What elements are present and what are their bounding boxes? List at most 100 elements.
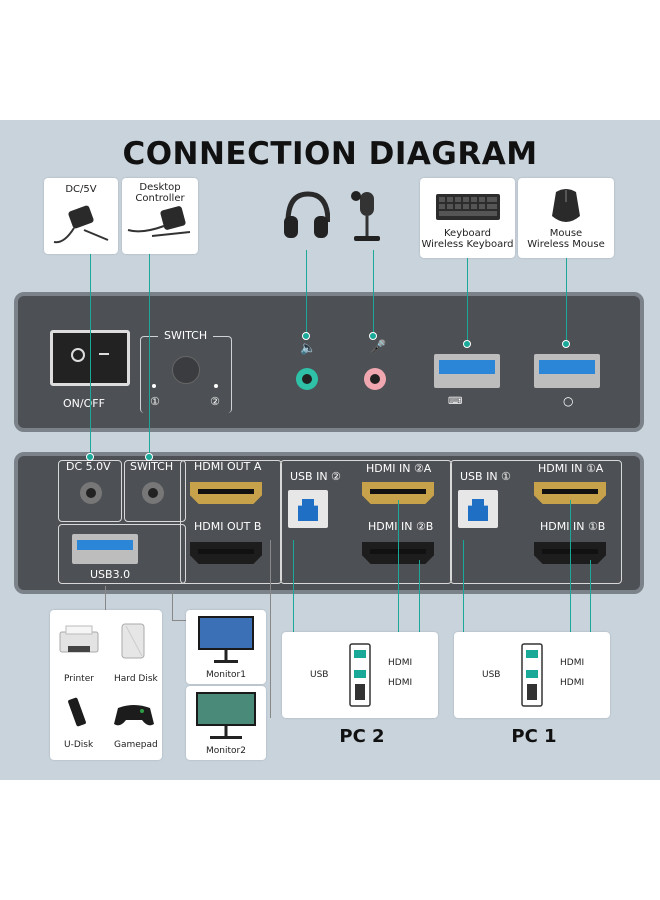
pc1-usb-label: USB xyxy=(482,670,501,680)
connector-monitor1-h xyxy=(172,620,186,621)
desktop-controller-label: Desktop Controller xyxy=(135,182,185,204)
headphone-jack[interactable] xyxy=(296,368,318,390)
peripherals-card: Printer Hard Disk U-Disk Gamepad xyxy=(50,610,162,760)
connector-pc1-usb xyxy=(463,540,464,675)
onoff-label: ON/OFF xyxy=(63,397,105,410)
mouse-label: Mouse Wireless Mouse xyxy=(527,228,605,250)
hard-disk-label: Hard Disk xyxy=(114,674,158,684)
dot-dc xyxy=(86,453,94,461)
dot-mic xyxy=(369,332,377,340)
microphone-icon xyxy=(351,191,380,241)
connector-keyboard xyxy=(467,258,468,344)
u-disk-label: U-Disk xyxy=(64,740,94,750)
pc2-card: USB HDMI HDMI xyxy=(282,632,438,718)
pc1-inputs-box xyxy=(450,460,622,584)
dot-mouse xyxy=(562,340,570,348)
mouse-icon xyxy=(552,189,580,222)
monitor1-label: Monitor1 xyxy=(206,670,246,680)
hdmi-in-1a-label: HDMI IN ①A xyxy=(538,462,604,475)
pc2-label: PC 2 xyxy=(339,726,385,747)
pc2-motherboard-icon xyxy=(349,643,371,707)
usb-in-2-label: USB IN ② xyxy=(290,470,341,483)
hdmi-out-a-label: HDMI OUT A xyxy=(194,460,262,473)
connector-mouse xyxy=(566,258,567,344)
pc1-hdmi-1-label: HDMI xyxy=(560,658,585,668)
connector-dc xyxy=(90,254,91,458)
connector-monitor2 xyxy=(270,540,271,718)
connector-usb30 xyxy=(105,586,106,612)
connector-pc2-hdmi-a xyxy=(398,500,399,650)
hdmi-out-b-label: HDMI OUT B xyxy=(194,520,262,533)
connector-pc1-hdmi-a xyxy=(570,500,571,650)
connector-pc2-hdmi-b xyxy=(419,560,420,680)
dc-label: DC 5.0V xyxy=(66,460,111,473)
connector-monitor1 xyxy=(172,590,173,620)
switch-led-2 xyxy=(214,384,218,388)
dc5v-adapter-card: DC/5V xyxy=(44,178,118,254)
mouse-small-icon: ○ xyxy=(563,394,574,408)
usb30-box xyxy=(58,524,186,584)
connector-headset xyxy=(306,250,307,336)
pc2-hdmi-1-label: HDMI xyxy=(388,658,413,668)
kvm-rear-panel: DC 5.0V SWITCH USB3.0 HDMI OUT A HDMI OU… xyxy=(14,452,644,594)
hdmi-in-1b-label: HDMI IN ①B xyxy=(540,520,606,533)
dc5v-label: DC/5V xyxy=(65,184,97,195)
gamepad-label: Gamepad xyxy=(114,740,158,750)
printer-icon xyxy=(59,625,99,653)
monitor2-icon xyxy=(196,692,256,739)
hdmi-out-b-port[interactable] xyxy=(190,542,262,564)
keyboard-small-icon: ⌨ xyxy=(448,396,463,407)
usb30-label: USB3.0 xyxy=(90,568,131,581)
dot-controller xyxy=(145,453,153,461)
front-usb-port-mouse[interactable] xyxy=(534,354,600,388)
desktop-controller-card: Desktop Controller xyxy=(122,178,198,254)
hdmi-out-a-port[interactable] xyxy=(190,482,262,504)
front-usb-port-keyboard[interactable] xyxy=(434,354,500,388)
connector-controller xyxy=(149,254,150,458)
diagram-title: CONNECTION DIAGRAM xyxy=(122,136,538,172)
dc-jack[interactable] xyxy=(80,482,102,504)
dot-keyboard xyxy=(463,340,471,348)
pc1-motherboard-icon xyxy=(521,643,543,707)
usb-in-2-port[interactable] xyxy=(288,490,328,528)
keyboard-icon xyxy=(436,194,500,220)
hard-disk-icon xyxy=(121,623,145,659)
desktop-controller-icon xyxy=(127,206,191,237)
switch-pos-1: ① xyxy=(150,395,160,408)
hdmi-in-2a-port[interactable] xyxy=(362,482,434,504)
pc2-hdmi-2-label: HDMI xyxy=(388,678,413,688)
mic-icon: 🎤 xyxy=(370,340,387,355)
rear-switch-label: SWITCH xyxy=(130,460,174,473)
pc2-usb-label: USB xyxy=(310,670,329,680)
switch-button[interactable] xyxy=(172,356,200,384)
pc1-label: PC 1 xyxy=(511,726,557,747)
switch-led-1 xyxy=(152,384,156,388)
usb-in-1-port[interactable] xyxy=(458,490,498,528)
hdmi-in-2b-label: HDMI IN ②B xyxy=(368,520,434,533)
front-switch-label: SWITCH xyxy=(158,329,214,342)
connector-pc1-hdmi-b xyxy=(590,560,591,680)
keyboard-label: Keyboard Wireless Keyboard xyxy=(421,228,514,250)
headset-icon xyxy=(284,191,330,238)
connector-mic xyxy=(373,250,374,336)
switch-box xyxy=(124,460,186,522)
pc1-hdmi-2-label: HDMI xyxy=(560,678,585,688)
switch-jack[interactable] xyxy=(142,482,164,504)
keyboard-card: Keyboard Wireless Keyboard xyxy=(420,178,515,258)
switch-pos-2: ② xyxy=(210,395,220,408)
hdmi-out-box xyxy=(180,460,282,584)
speaker-icon: 🔈 xyxy=(300,341,317,356)
monitor1-icon xyxy=(198,616,254,663)
mouse-card: Mouse Wireless Mouse xyxy=(518,178,614,258)
power-adapter-icon xyxy=(53,205,109,244)
pc1-card: USB HDMI HDMI xyxy=(454,632,610,718)
u-disk-icon xyxy=(68,697,86,727)
gamepad-icon xyxy=(114,705,154,726)
monitor1-card: Monitor1 xyxy=(186,610,266,684)
connector-pc2-usb xyxy=(293,540,294,675)
kvm-front-panel: ON/OFF SWITCH ① ② 🔈 🎤 ⌨ ○ xyxy=(14,292,644,432)
hdmi-in-1a-port[interactable] xyxy=(534,482,606,504)
rear-usb30-port[interactable] xyxy=(72,534,138,564)
microphone-jack[interactable] xyxy=(364,368,386,390)
monitor2-card: Monitor2 xyxy=(186,686,266,760)
